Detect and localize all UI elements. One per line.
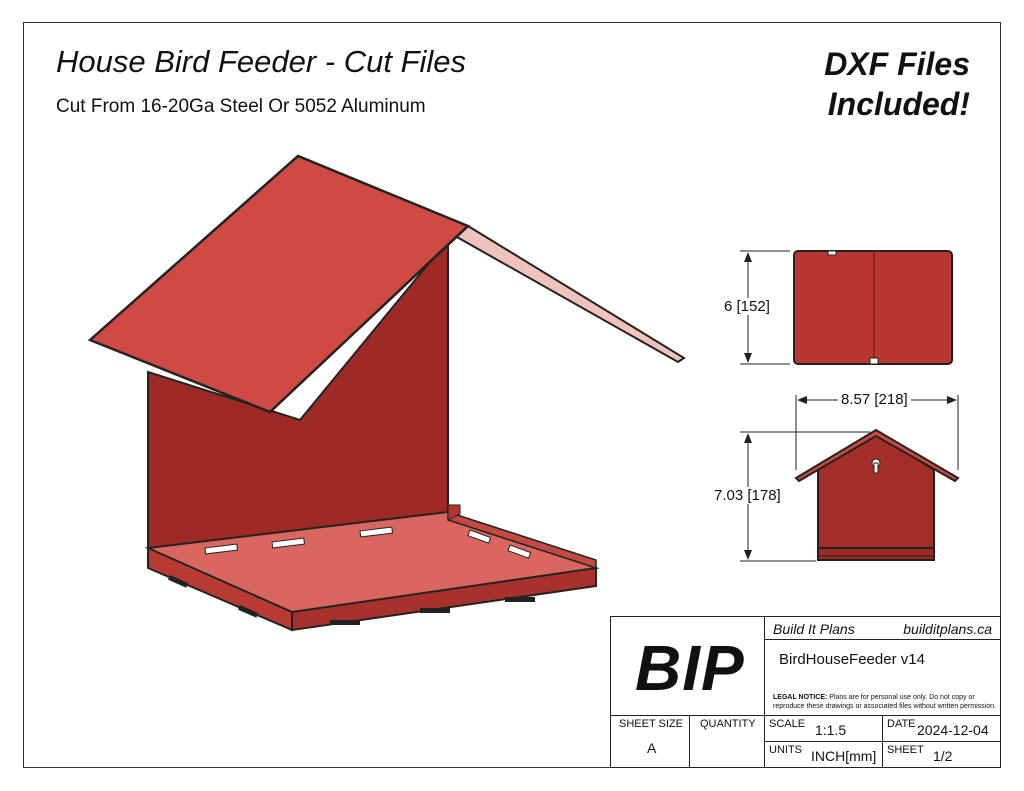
legal-text-line-1: Plans are for personal use only. Do not …: [829, 694, 975, 701]
sheet-value: 1/2: [933, 748, 953, 764]
drawing-name: BirdHouseFeeder v14: [779, 651, 925, 668]
company-website: builditplans.ca: [903, 621, 992, 637]
info-cell: Build It Plans builditplans.ca BirdHouse…: [764, 616, 1001, 716]
legal-notice: LEGAL NOTICE: Plans are for personal use…: [773, 693, 998, 711]
drawing-frame: [23, 22, 1001, 768]
dimension-side-height: 6 [152]: [724, 298, 770, 315]
sheet-size-value: A: [647, 740, 657, 756]
date-cell: DATE 2024-12-04: [882, 715, 1001, 742]
bip-logo: BIP: [635, 632, 745, 704]
sheet-size-cell: SHEET SIZE A: [610, 715, 690, 768]
legal-heading: LEGAL NOTICE:: [773, 694, 828, 701]
front-view: [740, 395, 960, 562]
dimension-front-height: 7.03 [178]: [714, 487, 781, 504]
drawing-subtitle: Cut From 16-20Ga Steel Or 5052 Aluminum: [56, 96, 426, 117]
top-view: [740, 250, 953, 365]
sheet-cell: SHEET 1/2: [882, 741, 1001, 768]
title-block: BIP Build It Plans builditplans.ca BirdH…: [610, 616, 1001, 768]
company-name: Build It Plans: [773, 621, 855, 637]
units-value: INCH[mm]: [811, 748, 877, 764]
units-label: UNITS: [769, 744, 802, 756]
sheet-label: SHEET: [887, 744, 924, 756]
quantity-label: QUANTITY: [700, 718, 756, 730]
scale-cell: SCALE 1:1.5: [764, 715, 883, 742]
badge-line-2: Included!: [827, 86, 970, 122]
date-value: 2024-12-04: [917, 722, 989, 738]
scale-value: 1:1.5: [815, 722, 847, 738]
logo-cell: BIP: [610, 616, 765, 716]
badge-line-1: DXF Files: [824, 46, 970, 82]
date-label: DATE: [887, 718, 916, 730]
quantity-cell: QUANTITY: [689, 715, 765, 768]
units-cell: UNITS INCH[mm]: [764, 741, 883, 768]
drawing-title: House Bird Feeder - Cut Files: [56, 44, 467, 79]
dimension-front-width: 8.57 [218]: [838, 391, 911, 408]
scale-label: SCALE: [769, 718, 806, 730]
sheet-size-label: SHEET SIZE: [619, 718, 683, 730]
legal-text-line-2: reproduce these drawings or associated f…: [773, 703, 996, 710]
dxf-badge: DXF Files Included!: [824, 44, 970, 124]
